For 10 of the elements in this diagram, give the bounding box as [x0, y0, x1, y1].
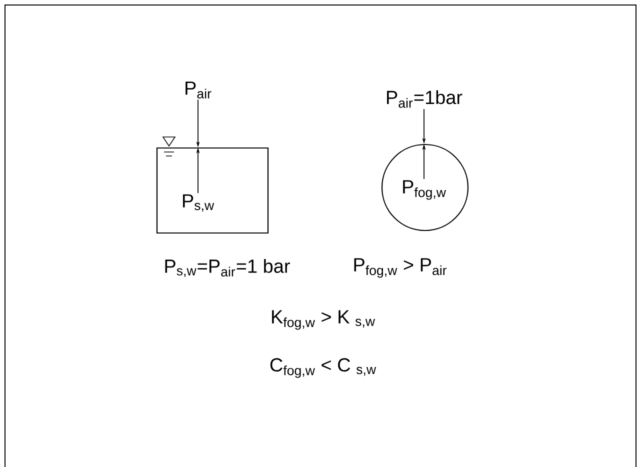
symbol-label: P$_{air}$: [186, 82, 212, 98]
tank-box: [156, 147, 269, 234]
symbol-label: P$_{air}$=1bar: [387, 90, 462, 108]
symbol-label: P$_{fog,w}$: [403, 180, 446, 200]
droplet-circle: [381, 144, 469, 232]
symbol-label: P$_{s,w}$: [183, 194, 214, 212]
equation-label: P$_{s,w}$=P$_{air}$=1 bar: [165, 258, 290, 278]
equation-label: C$_{fog,w}$ < C $_{s,w}$: [270, 358, 376, 378]
equation-label: K$_{fog,w}$ > K $_{s,w}$: [272, 310, 376, 330]
equation-label: P$_{fog,w}$ > P$_{air}$: [354, 258, 447, 278]
